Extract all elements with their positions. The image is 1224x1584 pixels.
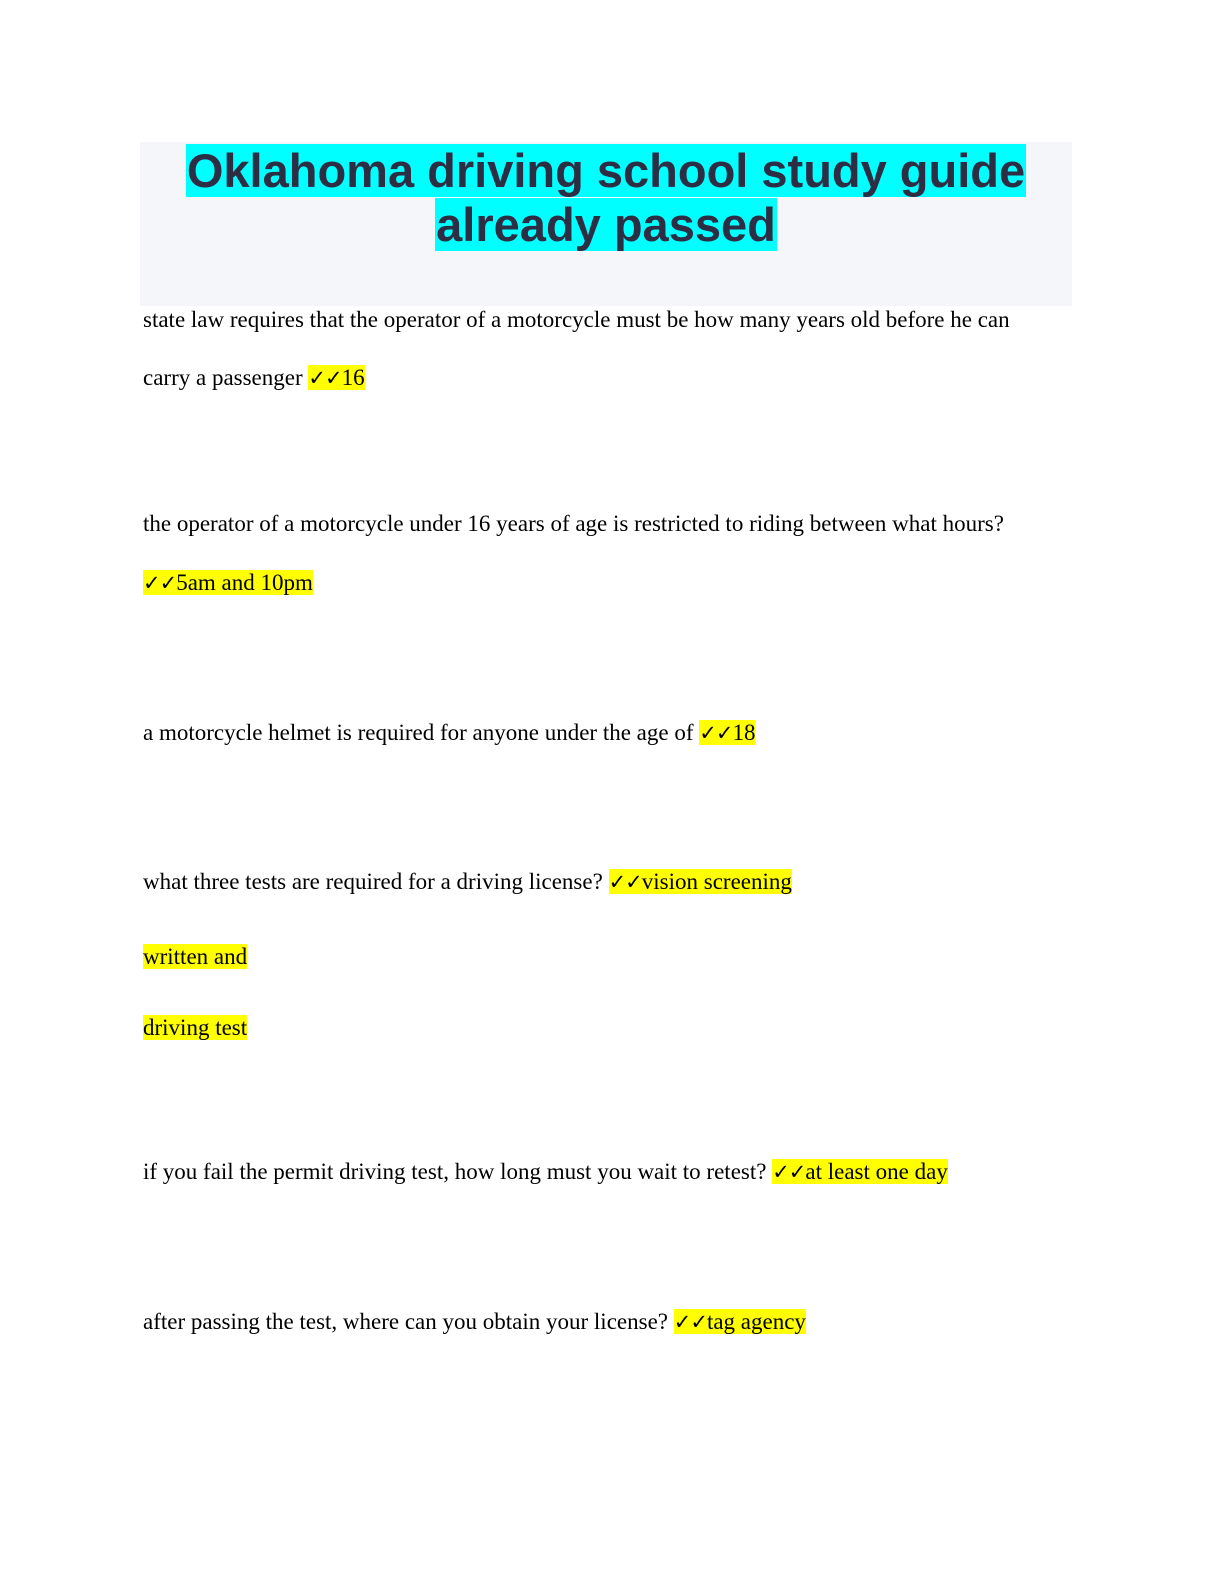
document-title-line-1: Oklahoma driving school study guide <box>185 144 1027 197</box>
question-5-line: if you fail the permit driving test, how… <box>143 1156 948 1188</box>
answer-4-line-2: written and <box>143 944 248 969</box>
answer-5: ✓✓at least one day <box>772 1159 948 1184</box>
answer-4-line-2-row: written and <box>143 941 248 973</box>
question-5: if you fail the permit driving test, how… <box>143 1159 767 1184</box>
answer-6: ✓✓tag agency <box>673 1309 806 1334</box>
question-6-line: after passing the test, where can you ob… <box>143 1306 806 1338</box>
question-1-line-1: state law requires that the operator of … <box>143 307 1010 332</box>
document-title-line-2: already passed <box>435 198 777 251</box>
answer-2: ✓✓5am and 10pm <box>143 570 313 595</box>
answer-4-line-1: ✓✓vision screening <box>608 869 792 894</box>
answer-4-line-3: driving test <box>143 1015 248 1040</box>
question-1-line-2: carry a passenger ✓✓16 <box>143 362 365 394</box>
check-mark-icon: ✓✓ <box>608 870 643 894</box>
check-mark-icon: ✓✓ <box>143 571 177 595</box>
check-mark-icon: ✓✓ <box>699 721 733 745</box>
title-banner: Oklahoma driving school study guide alre… <box>140 142 1072 306</box>
question-6: after passing the test, where can you ob… <box>143 1309 668 1334</box>
check-mark-icon: ✓✓ <box>772 1160 806 1184</box>
question-2: the operator of a motorcycle under 16 ye… <box>143 511 1004 536</box>
answer-1: ✓✓16 <box>308 365 365 390</box>
question-3: a motorcycle helmet is required for anyo… <box>143 720 694 745</box>
question-3-line: a motorcycle helmet is required for anyo… <box>143 717 756 749</box>
answer-3: ✓✓18 <box>699 720 756 745</box>
check-mark-icon: ✓✓ <box>308 366 342 390</box>
question-4-line: what three tests are required for a driv… <box>143 866 792 898</box>
answer-4-line-3-row: driving test <box>143 1012 248 1044</box>
question-1-text: carry a passenger <box>143 365 303 390</box>
answer-2-line: ✓✓5am and 10pm <box>143 567 313 599</box>
question-4: what three tests are required for a driv… <box>143 869 603 894</box>
check-mark-icon: ✓✓ <box>673 1310 708 1334</box>
